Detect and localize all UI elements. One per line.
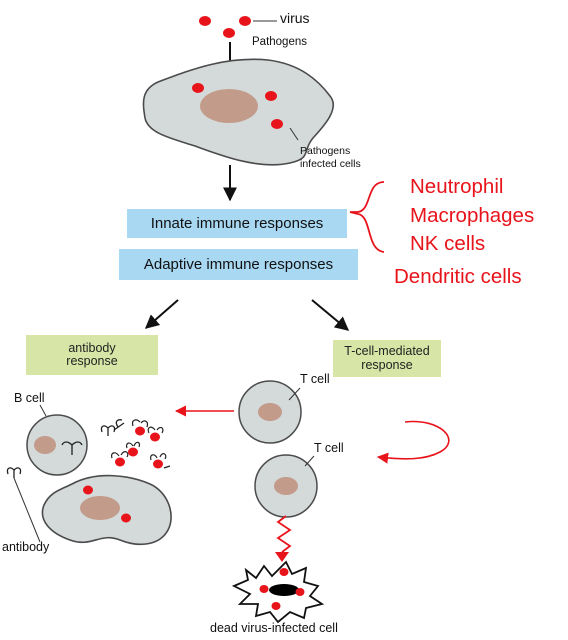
- antibody-shapes: [6, 419, 125, 478]
- b-cell-leader-line: [39, 404, 47, 417]
- infected-cells-label: Pathogens infected cells: [300, 145, 361, 171]
- antibody-label: antibody: [2, 540, 50, 554]
- cytotoxic-attack-arrow: [276, 515, 292, 553]
- virus-particles: [199, 16, 251, 38]
- t-cell-activation-arrow: [376, 420, 450, 464]
- dendritic-cells-label: Dendritic cells: [394, 265, 522, 288]
- intracellular-viruses: [192, 83, 283, 129]
- t-cell-bottom-label: T cell: [314, 441, 344, 455]
- antibody-response-line-1: antibody: [68, 340, 116, 355]
- antibody-response-line-2: response: [66, 354, 118, 368]
- t-cell-bottom-leader-line: [304, 455, 315, 467]
- antibody-branch-arrow: [144, 299, 179, 329]
- dead-cell-label: dead virus-infected cell: [210, 621, 338, 635]
- b-cell-nucleus: [34, 436, 56, 454]
- target-cell-virus: [83, 485, 93, 495]
- t-cell-top-leader-line: [288, 387, 301, 401]
- attack-arrowhead: [275, 552, 289, 562]
- virus-label: virus: [280, 10, 310, 26]
- innate-brace: [349, 181, 385, 253]
- dead-cell-nucleus: [269, 584, 299, 596]
- antibody-leader-line: [13, 477, 41, 543]
- b-cell: [26, 414, 88, 476]
- target-cell-nucleus: [80, 496, 120, 520]
- infected-cell-leader-line: [289, 127, 299, 141]
- t-cell-top-nucleus: [258, 403, 282, 421]
- t-cell-top-label: T cell: [300, 372, 330, 386]
- tcell-response-line-2: response: [361, 357, 413, 372]
- dead-cell-viruses: [259, 568, 305, 610]
- target-cell-virus: [121, 513, 131, 523]
- innate-cell-macrophages: Macrophages: [410, 204, 535, 227]
- innate-cell-neutrophil: Neutrophil: [410, 175, 504, 198]
- b-cell-receptor: [61, 441, 83, 455]
- pathogens-label: Pathogens: [252, 36, 307, 48]
- infected-cells-label-line-2: infected cells: [300, 158, 361, 171]
- innate-immune-responses-box: Innate immune responses: [127, 209, 347, 238]
- infected-cell-nucleus: [200, 89, 258, 123]
- adaptive-immune-responses-box: Adaptive immune responses: [119, 249, 358, 280]
- antibody-response-box: antibody response: [26, 335, 158, 375]
- t-cell-bottom-nucleus: [274, 477, 298, 495]
- infected-cells-label-line-1: Pathogens: [300, 145, 351, 157]
- innate-cell-nk: NK cells: [410, 232, 486, 255]
- antibody-coated-viruses: [111, 419, 171, 469]
- tcell-branch-arrow: [311, 299, 350, 331]
- b-cell-label: B cell: [14, 391, 45, 405]
- tcell-response-line-1: T-cell-mediated: [344, 344, 430, 359]
- tcell-response-box: T-cell-mediated response: [333, 340, 441, 377]
